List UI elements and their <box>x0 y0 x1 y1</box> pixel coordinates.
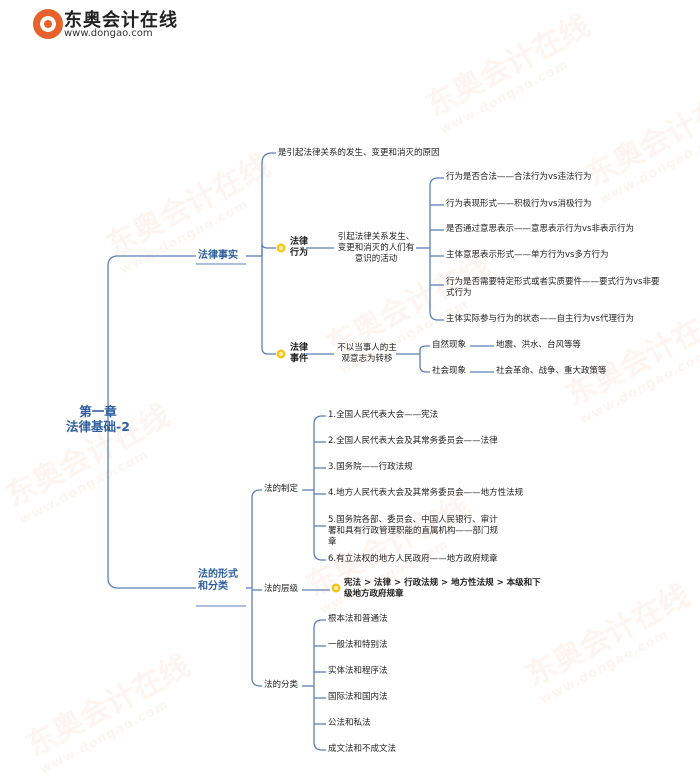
making-item: 5.国务院各部、委员会、中国人民银行、审计署和具有行政管理职能的直属机构——部门… <box>328 515 499 547</box>
classification-item: 国际法和国内法 <box>328 692 388 702</box>
act-item: 行为是否需要特定形式或者实质要件——要式行为vs非要式行为 <box>446 277 660 298</box>
lightbulb-icon <box>331 583 341 593</box>
node-event-desc: 不以当事人的主观意志为转移 <box>337 343 397 364</box>
classification-item: 公法和私法 <box>328 718 371 728</box>
node-law-hierarchy: 法的层级 <box>264 584 299 594</box>
node-legal-fact: 法律事实 <box>198 250 238 261</box>
lightbulb-icon <box>276 243 286 253</box>
brand-name: 东奥会计在线 <box>64 10 178 31</box>
classification-item: 成文法和不成文法 <box>328 744 397 754</box>
making-item: 1.全国人民代表大会——宪法 <box>328 410 439 420</box>
making-item: 4.地方人民代表大会及其常务委员会——地方性法规 <box>328 488 524 498</box>
node-act-desc: 引起法律关系发生、变更和消灭的人们有意识的活动 <box>337 232 415 264</box>
act-item: 行为表现形式——积极行为vs消极行为 <box>446 199 592 209</box>
dongao-logo-icon <box>33 9 63 39</box>
root-subtitle: 法律基础-2 <box>66 419 130 434</box>
lightbulb-icon <box>276 349 286 359</box>
event-item-label: 自然现象 <box>432 340 467 350</box>
act-item: 行为是否合法——合法行为vs违法行为 <box>446 172 592 182</box>
event-item-detail: 地震、洪水、台风等等 <box>496 340 582 350</box>
node-legal-act: 法律行为 <box>290 237 309 258</box>
making-item: 3.国务院——行政法规 <box>328 462 413 472</box>
node-legal-event: 法律事件 <box>290 343 309 364</box>
act-item: 是否通过意思表示——意思表示行为vs非表示行为 <box>446 224 634 234</box>
act-item: 主体实际参与行为的状态——自主行为vs代理行为 <box>446 314 634 324</box>
root-title: 第一章 <box>79 404 117 419</box>
node-law-making: 法的制定 <box>264 484 299 494</box>
node-fact-definition: 是引起法律关系的发生、变更和消灭的原因 <box>278 148 440 158</box>
classification-item: 实体法和程序法 <box>328 666 388 676</box>
classification-item: 根本法和普通法 <box>328 614 388 624</box>
node-law-classification: 法的分类 <box>264 680 299 690</box>
node-law-forms: 法的形式和分类 <box>198 569 238 592</box>
root-node: 第一章 法律基础-2 <box>56 404 140 434</box>
hierarchy-text: 宪法 > 法律 > 行政法规 > 地方性法规 > 本级和下级地方政府规章 <box>344 578 541 599</box>
classification-item: 一般法和特别法 <box>328 640 388 650</box>
making-item: 6.有立法权的地方人民政府——地方政府规章 <box>328 554 498 564</box>
event-item-detail: 社会革命、战争、重大政策等 <box>496 366 607 376</box>
making-item: 2.全国人民代表大会及其常务委员会——法律 <box>328 436 498 446</box>
brand-url: www.dongao.com <box>64 28 153 39</box>
event-item-label: 社会现象 <box>432 366 467 376</box>
act-item: 主体意思表示形式——单方行为vs多方行为 <box>446 250 609 260</box>
